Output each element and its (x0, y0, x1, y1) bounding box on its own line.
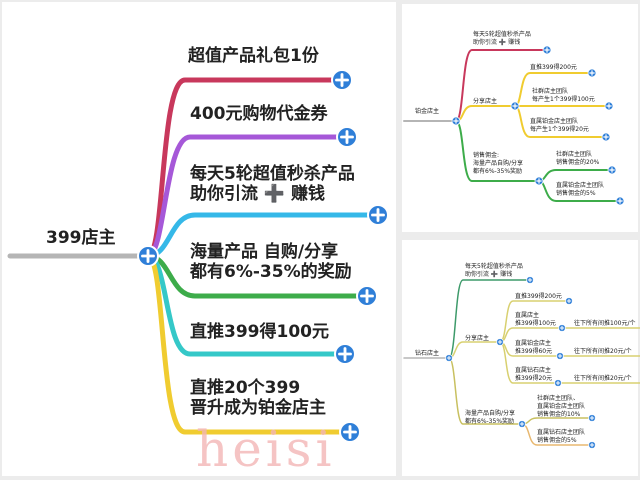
branch-label: 海量产品 自购/分享都有6%-35%的奖励 (190, 242, 352, 283)
branch-label: 每天5轮超值秒杀产品助你引流 ➕ 赚钱 (190, 164, 355, 205)
expand-plus-icon[interactable] (518, 420, 526, 428)
expand-plus-icon[interactable] (615, 196, 625, 206)
sub-branch-label: 社群店主团队、直属铂金店主团队销售佣金的10% (537, 395, 586, 418)
root-label: 钻石店主 (415, 350, 440, 357)
expand-plus-icon[interactable] (526, 276, 534, 284)
sub-branch-label: 社群店主团队销售佣金的20% (556, 151, 600, 166)
expand-plus-icon[interactable] (558, 324, 566, 332)
branch-label: 400元购物代金券 (190, 104, 328, 124)
expand-plus-icon[interactable] (451, 116, 461, 126)
plus-node-icons (137, 45, 625, 449)
expand-plus-icon[interactable] (367, 204, 389, 226)
sub-branch-label: 直属钻石店主推399得20元 (515, 367, 553, 382)
sub-branch-note: 往下所有间推20元/个 (574, 375, 632, 382)
diamond-branch-line (448, 341, 501, 359)
branch-label: 直推399得100元 (190, 322, 329, 342)
expand-plus-icon[interactable] (565, 297, 573, 305)
branch-label: 销售佣金:海量产品自购/分享都有6%-35%奖励 (473, 152, 524, 175)
diamond-sub-line (521, 417, 593, 425)
expand-plus-icon[interactable] (356, 285, 378, 307)
sub-branch-label: 直属铂金店主团队每产生1个399得20元 (530, 118, 589, 133)
branch-label: 每天5轮超值秒杀产品助你引流 ➕ 赚钱 (465, 263, 523, 278)
platinum-sub-line (538, 169, 613, 182)
branch-label: 海量产品自购/分享都有6%-35%奖励 (465, 410, 516, 425)
sub-branch-label: 直属铂金店主团队销售佣金的5% (556, 182, 605, 197)
expand-plus-icon[interactable] (588, 441, 596, 449)
root-label: 399店主 (46, 228, 116, 248)
expand-plus-icon[interactable] (445, 354, 453, 362)
expand-plus-icon[interactable] (496, 338, 504, 346)
expand-plus-icon[interactable] (542, 45, 552, 55)
branch-label: 分享店主 (473, 98, 498, 105)
expand-plus-icon[interactable] (137, 245, 159, 267)
watermark: heisi (196, 420, 336, 478)
sub-branch-label: 社群店主团队每产生1个399得100元 (532, 88, 595, 103)
sub-branch-label: 直属钻石店主团队销售佣金的5% (537, 429, 586, 444)
sub-branch-label: 直推399得200元 (515, 293, 562, 300)
expand-plus-icon[interactable] (510, 101, 520, 111)
branch-label: 分享店主 (465, 335, 490, 342)
expand-plus-icon[interactable] (601, 132, 611, 142)
platinum-branch-line (455, 105, 516, 122)
expand-plus-icon[interactable] (339, 421, 361, 443)
platinum-branch-line (455, 49, 548, 122)
expand-plus-icon[interactable] (588, 414, 596, 422)
expand-plus-icon[interactable] (554, 379, 562, 387)
sub-branch-note: 往下所有间推100元/个 (574, 320, 636, 327)
expand-plus-icon[interactable] (534, 176, 544, 186)
branch-label: 每天5轮超值秒杀产品助你引流 ➕ 赚钱 (473, 31, 531, 46)
sub-branch-label: 直属店主推399得100元 (515, 312, 556, 327)
sub-branch-note: 往下所有间推20元/个 (574, 348, 632, 355)
expand-plus-icon[interactable] (556, 352, 564, 360)
expand-plus-icon[interactable] (334, 343, 356, 365)
sub-branch-label: 直属铂金店主推399得60元 (515, 340, 553, 355)
branch-label: 超值产品礼包1份 (188, 46, 319, 66)
sub-branch-label: 直推399得200元 (530, 64, 577, 71)
expand-plus-icon[interactable] (607, 165, 617, 175)
expand-plus-icon[interactable] (331, 69, 353, 91)
expand-plus-icon[interactable] (336, 126, 358, 148)
root-label: 铂金店主 (415, 108, 440, 115)
expand-plus-icon[interactable] (604, 101, 614, 111)
expand-plus-icon[interactable] (587, 68, 597, 78)
